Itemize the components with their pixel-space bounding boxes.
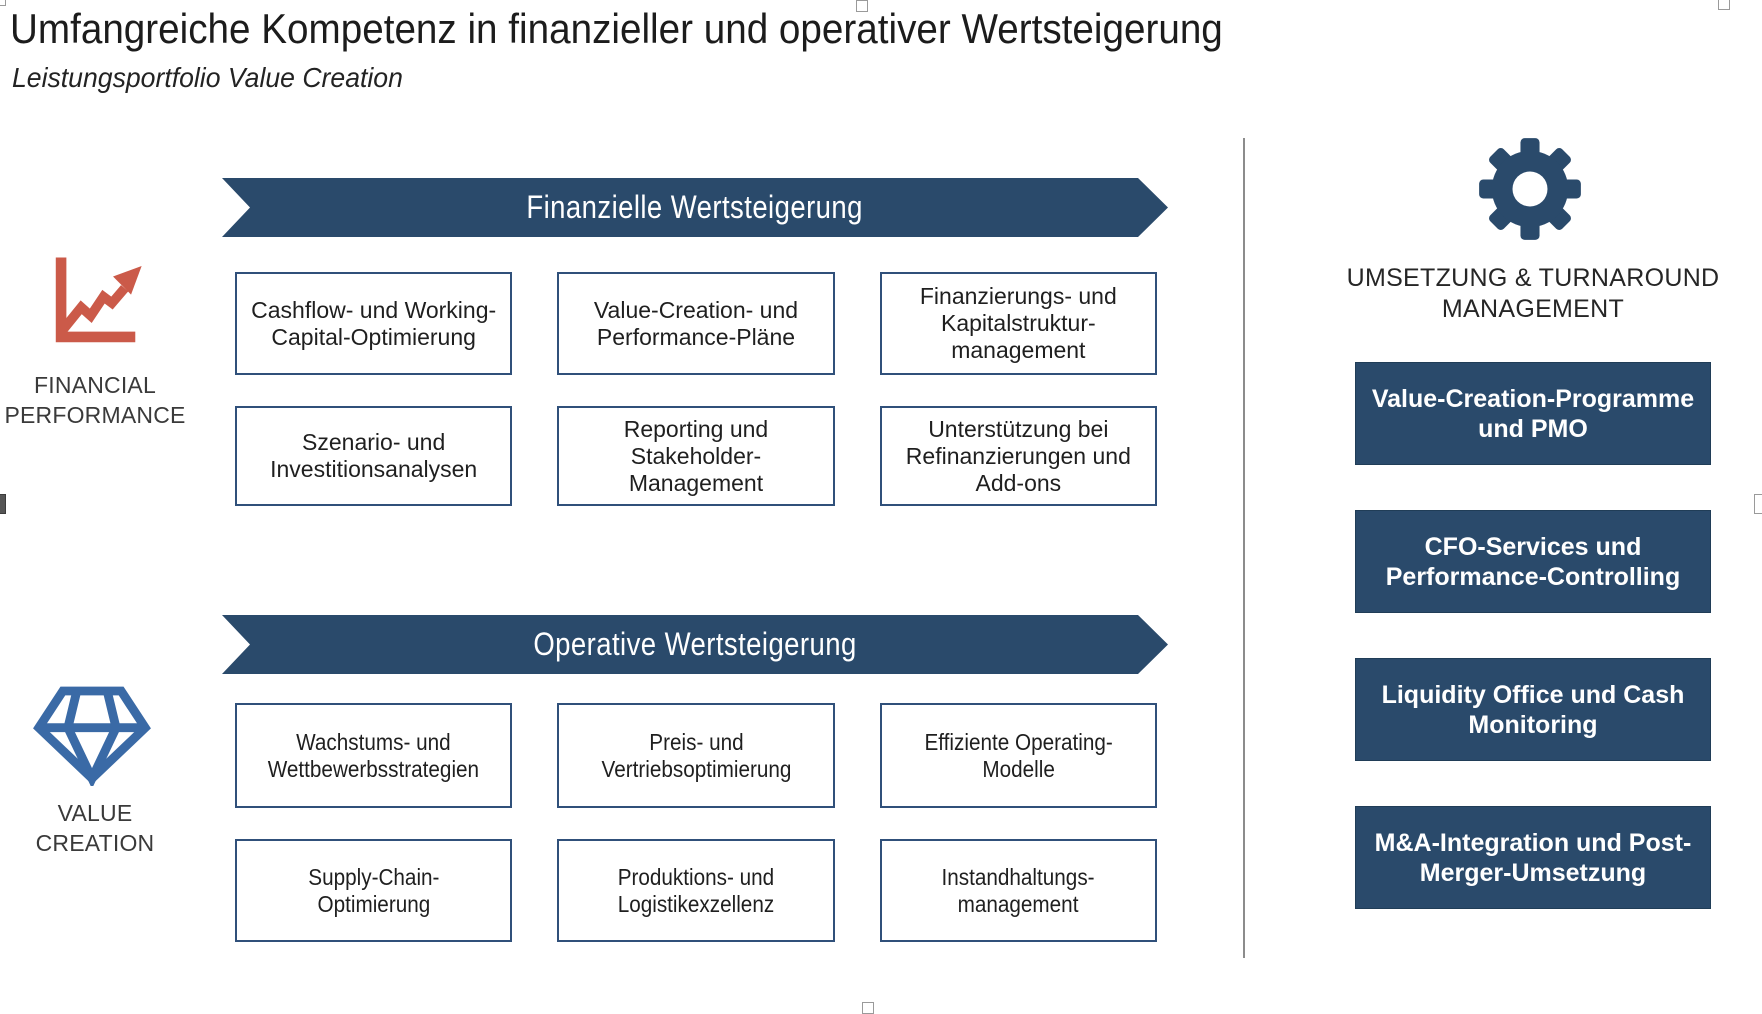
capability-box: Unterstützung bei Refinanzierungen und A…: [879, 406, 1157, 506]
service-box-label: Liquidity Office und Cash Monitoring: [1381, 680, 1685, 739]
banner-operative: Operative Wertsteigerung: [222, 615, 1168, 674]
capability-box-label: Supply-Chain- Optimierung: [308, 863, 440, 917]
page-title: Umfangreiche Kompetenz in finanzieller u…: [10, 5, 1223, 52]
capability-box-label: Value-Creation- und Performance-Pläne: [593, 296, 799, 350]
capability-box: Reporting und Stakeholder- Management: [557, 406, 835, 506]
gear-icon: [1479, 138, 1581, 240]
service-box: M&A-Integration und Post- Merger-Umsetzu…: [1355, 806, 1711, 909]
selection-handle: [1718, 0, 1730, 10]
service-box: CFO-Services und Performance-Controlling: [1355, 510, 1711, 613]
selection-handle: [856, 0, 868, 12]
operative-capability-grid: Wachstums- und Wettbewerbsstrategien Pre…: [235, 703, 1157, 942]
banner-financial: Finanzielle Wertsteigerung: [222, 178, 1168, 237]
capability-box-label: Reporting und Stakeholder- Management: [623, 415, 769, 496]
capability-box-label: Unterstützung bei Refinanzierungen und A…: [905, 415, 1131, 496]
service-box: Liquidity Office und Cash Monitoring: [1355, 658, 1711, 761]
diamond-icon: [33, 686, 151, 786]
capability-box-label: Wachstums- und Wettbewerbsstrategien: [267, 728, 480, 782]
selection-handle: [1754, 494, 1762, 514]
line-chart-icon: [55, 257, 142, 343]
capability-box: Value-Creation- und Performance-Pläne: [557, 272, 835, 375]
banner-operative-label: Operative Wertsteigerung: [533, 626, 857, 662]
capability-box-label: Szenario- und Investitionsanalysen: [270, 429, 478, 482]
vertical-divider: [1243, 138, 1245, 958]
selection-handle: [862, 1002, 874, 1014]
value-creation-label: VALUE CREATION: [35, 800, 155, 856]
financial-capability-grid: Cashflow- und Working- Capital-Optimieru…: [235, 272, 1157, 506]
capability-box-label: Effiziente Operating- Modelle: [924, 728, 1113, 782]
capability-box-label: Finanzierungs- und Kapitalstruktur- mana…: [919, 283, 1117, 363]
capability-box: Produktions- und Logistikexzellenz: [557, 839, 835, 942]
financial-performance-label: FINANCIAL PERFORMANCE: [4, 372, 186, 428]
selection-handle: [0, 494, 6, 514]
capability-box: Wachstums- und Wettbewerbsstrategien: [235, 703, 513, 808]
service-box-label: Value-Creation-Programme und PMO: [1371, 384, 1695, 443]
capability-box: Szenario- und Investitionsanalysen: [235, 406, 513, 506]
service-box: Value-Creation-Programme und PMO: [1355, 362, 1711, 465]
capability-box-label: Preis- und Vertriebsoptimierung: [601, 728, 791, 782]
service-box-label: CFO-Services und Performance-Controlling: [1385, 532, 1681, 591]
capability-box: Instandhaltungs- management: [879, 839, 1157, 942]
capability-box-label: Instandhaltungs- management: [941, 863, 1095, 917]
capability-box: Preis- und Vertriebsoptimierung: [557, 703, 835, 808]
right-panel-heading: UMSETZUNG & TURNAROUND MANAGEMENT: [1346, 264, 1720, 323]
capability-box-label: Cashflow- und Working- Capital-Optimieru…: [251, 296, 497, 350]
capability-box: Supply-Chain- Optimierung: [235, 839, 513, 942]
capability-box: Effiziente Operating- Modelle: [879, 703, 1157, 808]
banner-financial-label: Finanzielle Wertsteigerung: [526, 189, 864, 225]
service-box-label: M&A-Integration und Post- Merger-Umsetzu…: [1374, 828, 1692, 887]
page-subtitle: Leistungsportfolio Value Creation: [12, 62, 403, 93]
selection-handle: [0, 0, 6, 6]
capability-box: Cashflow- und Working- Capital-Optimieru…: [235, 272, 513, 375]
capability-box: Finanzierungs- und Kapitalstruktur- mana…: [879, 272, 1157, 375]
capability-box-label: Produktions- und Logistikexzellenz: [617, 863, 775, 917]
